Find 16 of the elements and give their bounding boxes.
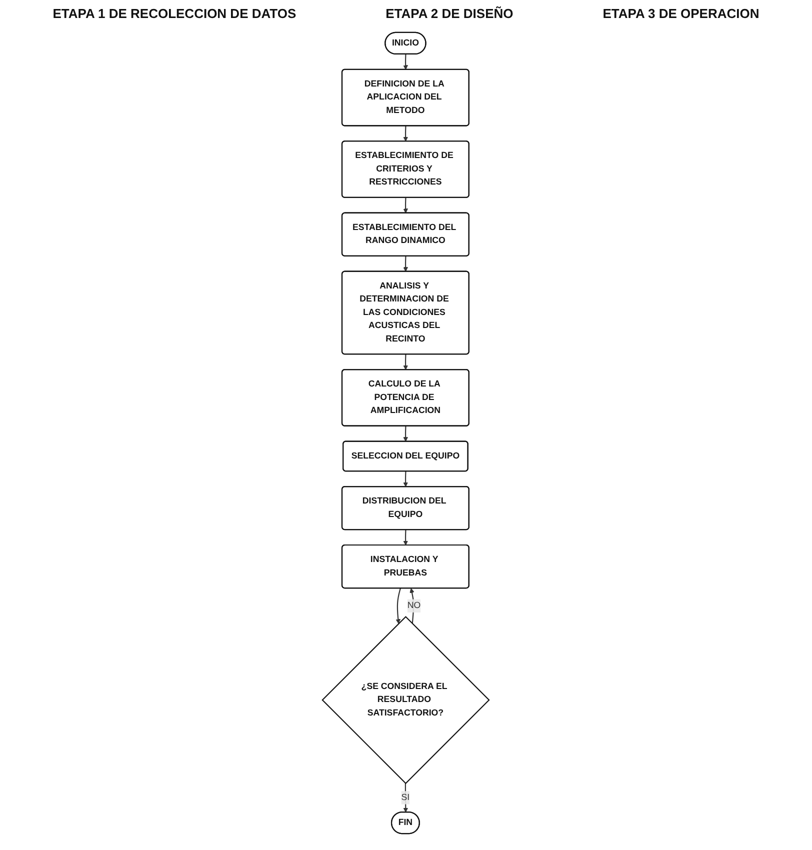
arrow [403, 354, 408, 370]
arrow [403, 256, 408, 272]
arrow [396, 588, 402, 624]
arrow [403, 54, 408, 70]
arrow [403, 426, 408, 442]
arrow [403, 471, 408, 488]
arrow [410, 588, 415, 624]
stage-heading: ETAPA 1 DE RECOLECCION DE DATOS [52, 6, 296, 22]
stage-heading: ETAPA 2 DE DISEÑO [386, 6, 514, 22]
arrow [403, 126, 408, 142]
edge-label: SI [402, 792, 410, 802]
node-diamond: ¿SE CONSIDERA EL RESULTADO SATISFACTORIO? [322, 616, 490, 784]
edge-label: NO [408, 600, 421, 610]
arrow [403, 198, 408, 214]
arrow [403, 530, 408, 546]
stage-heading: ETAPA 3 DE OPERACION [602, 6, 760, 22]
